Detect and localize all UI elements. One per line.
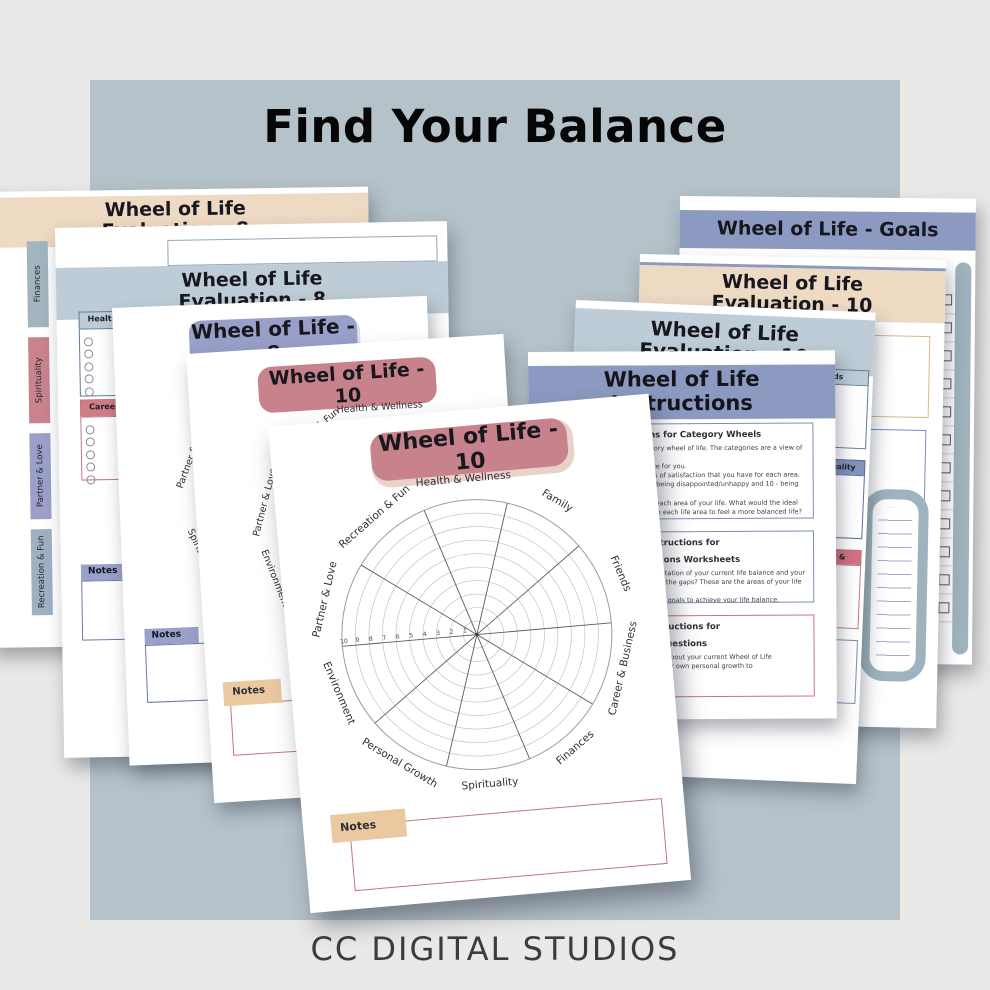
- category-tab: Finances: [26, 241, 49, 328]
- page-goals-header: Wheel of Life - Goals: [679, 209, 976, 251]
- wheel-category-label: Family: [540, 487, 575, 515]
- wheel-category-label: Health & Wellness: [415, 469, 511, 489]
- wheel-category-label: Partner & Love: [310, 560, 339, 639]
- wheel-spoke: [476, 634, 593, 705]
- rating-circle: [85, 449, 96, 459]
- wheel-scale-number: 7: [382, 634, 387, 641]
- notes-label: Notes: [222, 678, 283, 707]
- wheel-scale-number: 10: [340, 638, 348, 646]
- goal-checkbox: [938, 546, 950, 558]
- wheel-spoke: [476, 634, 531, 760]
- rating-circle: [85, 437, 95, 447]
- wheel-scale-number: 6: [396, 633, 401, 640]
- wheel-spoke: [423, 510, 478, 635]
- category-tab: Spirituality: [28, 337, 51, 424]
- rating-circle: [86, 462, 96, 472]
- wheel-category-label: Finances: [554, 728, 596, 767]
- wheel-diagram: 1 2 3 4 5 6 7 8 9 10 Health & WellnessFamilyFriend…: [310, 469, 639, 793]
- wheel-category-label: Career & Business: [606, 620, 639, 716]
- ruled-lines: [875, 507, 913, 664]
- wheel-spoke: [374, 634, 478, 724]
- brand-footer: CC DIGITAL STUDIOS: [310, 930, 680, 968]
- wheel-spoke: [446, 634, 478, 767]
- wheel-spoke: [476, 545, 580, 635]
- wheel-category-label: Friends: [608, 554, 634, 593]
- wheel-spoke: [476, 622, 612, 636]
- notes-frame: [859, 488, 930, 683]
- goal-checkbox: [939, 518, 951, 530]
- wheel-scale-number: 8: [369, 636, 374, 643]
- wheel-center-dot: [475, 632, 479, 637]
- wheel-spoke: [476, 502, 508, 635]
- rating-circle: [84, 386, 94, 397]
- goals-frame: [952, 262, 972, 655]
- page-title-line: Wheel of Life - Goals: [716, 217, 939, 242]
- wheel-category-label: Health & Wellness: [336, 399, 423, 415]
- wheel-spoke: [360, 564, 478, 635]
- wheel-category-label: Personal Growth: [360, 736, 440, 791]
- goal-checkbox: [938, 602, 950, 614]
- goal-checkbox: [938, 574, 950, 586]
- category-tab: Recreation & Fun: [30, 529, 53, 616]
- wheel-scale-number: 9: [355, 637, 360, 644]
- wheel-scale-number: 4: [422, 631, 427, 638]
- rating-circle: [84, 374, 94, 384]
- category-tab: Partner & Love: [29, 433, 52, 520]
- rating-circle: [86, 474, 96, 484]
- rating-circle: [83, 336, 94, 347]
- wheel-category-label: Spirituality: [461, 776, 519, 793]
- wheel-scale-number: 5: [409, 632, 414, 639]
- wheel-category-label: Recreation & Fun: [337, 483, 413, 551]
- wheel-scale-number: 1: [463, 627, 468, 634]
- wheel-category-label: Environment: [320, 660, 357, 726]
- rating-circle: [84, 361, 94, 372]
- page-title-line: Wheel of Life: [603, 367, 760, 393]
- wheel-spoke: [342, 634, 477, 647]
- wheel-scale-number: 3: [436, 630, 441, 637]
- main-title: Find Your Balance: [263, 100, 727, 153]
- wheel-scale-number: 2: [449, 629, 454, 636]
- rating-circle: [85, 424, 95, 434]
- rating-circle: [84, 349, 94, 359]
